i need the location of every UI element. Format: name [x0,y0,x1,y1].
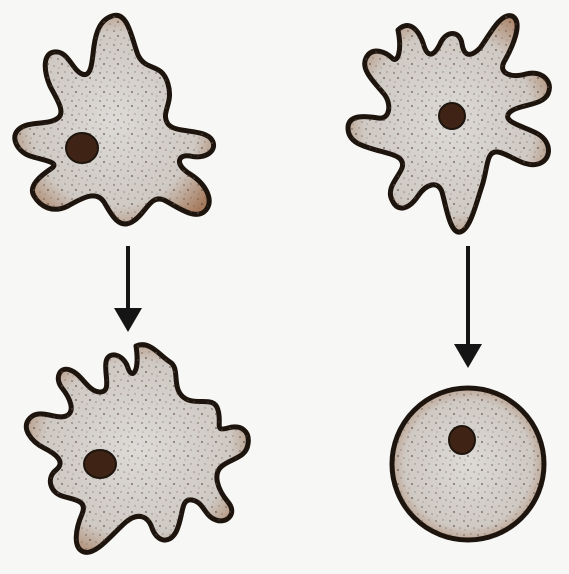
rounded-cell-bottom-right [392,388,544,540]
amoeba-top-right [348,16,549,233]
amoeba-top-left [15,15,214,224]
rounded-cell-nucleus [449,426,475,454]
amoeba-top-left-texture [15,15,214,224]
amoeba-top-right-nucleus [439,103,465,129]
amoeba-top-left-nucleus [66,133,98,163]
rounded-cell-texture [394,390,542,538]
arrow-right [454,246,482,368]
amoeba-bottom-left-nucleus [84,450,116,478]
arrow-left [114,246,142,332]
amoeba-bottom-left [26,345,248,553]
